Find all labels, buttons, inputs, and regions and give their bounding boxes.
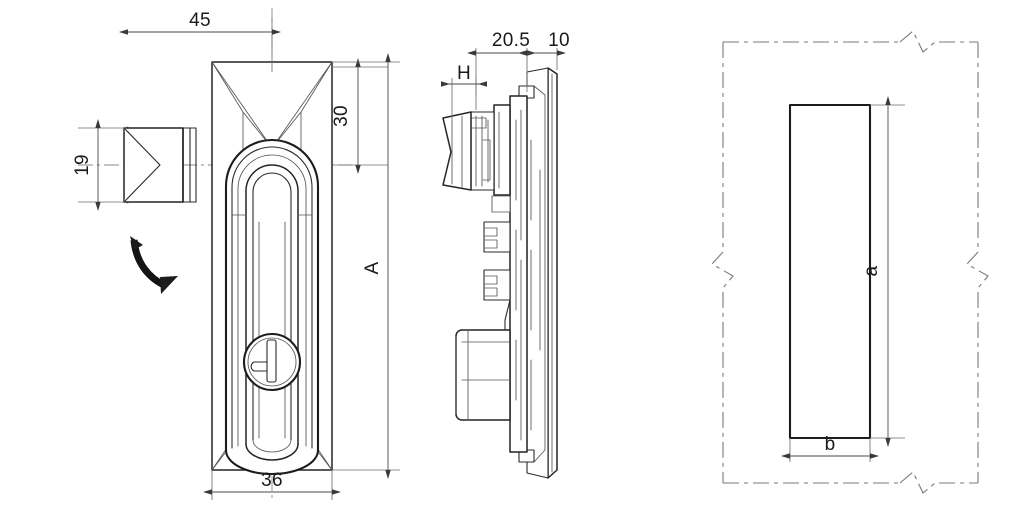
bracket-tooth-1 (483, 221, 511, 253)
side-view-bracket-teeth (483, 195, 511, 301)
dim-45-label: 45 (189, 10, 211, 31)
handle-grip-outline (245, 164, 299, 445)
keyway-notch (250, 361, 268, 372)
side-view (442, 67, 558, 479)
side-view-cam-collar (470, 111, 495, 191)
cam-body-outline (123, 127, 184, 203)
side-view-bezel-tab-bottom (518, 449, 535, 463)
dim-10-label: 10 (548, 30, 570, 51)
bracket-tooth-2 (483, 269, 511, 301)
handle-contour-2 (231, 146, 313, 449)
dim-19-label: 19 (72, 154, 93, 176)
panel-border-bottom-break (899, 471, 978, 494)
dim-30-label: 30 (331, 105, 352, 127)
panel-border-right-break (966, 251, 989, 483)
dimension-b: b (780, 434, 880, 462)
front-view-cam-tongue (123, 126, 197, 204)
side-view-cam-tongue (442, 111, 472, 191)
rotation-arrow-head (160, 276, 178, 294)
side-view-cylinder-housing (455, 329, 511, 421)
dimension-a: a (861, 95, 905, 448)
side-view-bezel-tab-top (518, 85, 535, 99)
dimension-10: 10 (517, 30, 570, 70)
front-view-swing-handle (224, 138, 320, 476)
side-view-collar-notch-top (470, 117, 487, 129)
dimension-A: A (332, 52, 400, 480)
dim-A-label: A (362, 261, 383, 274)
bracket-tooth-2-slots (483, 275, 498, 297)
dim-H-label: H (457, 63, 471, 84)
side-view-bezel-taper-bottom (533, 269, 546, 463)
handle-inner-arch (252, 172, 292, 221)
keyway-slot (266, 339, 277, 383)
key-cylinder-inner-ring (247, 337, 297, 387)
dimension-36: 36 (202, 470, 342, 500)
side-view-door-panel-plate (547, 67, 558, 479)
cam-shaft-caps (182, 127, 197, 203)
dim-20-5-label: 20.5 (492, 30, 530, 51)
dimension-H: H (441, 63, 487, 120)
cam-v-notch (123, 127, 161, 203)
cam-corner-fillets (123, 126, 129, 204)
bracket-tooth-1-slots (483, 227, 498, 249)
dimension-19: 19 (72, 118, 124, 212)
handle-bottom-round (245, 443, 299, 461)
rotation-arrow-tail (130, 236, 143, 250)
dimension-45: 45 (118, 10, 282, 72)
side-view-handle-housing (493, 104, 511, 196)
handle-rotation-arrow (130, 236, 178, 294)
panel-cutout-view (711, 30, 989, 494)
panel-cutout-rectangle (788, 103, 872, 440)
dim-b-label: b (825, 434, 836, 455)
handle-contour-3 (237, 154, 307, 447)
dim-a-label: a (861, 265, 882, 276)
dim-36-label: 36 (261, 470, 283, 491)
dimension-30: 30 (331, 57, 388, 175)
panel-border-left-break (711, 251, 734, 483)
side-view-collar-slot (482, 139, 491, 181)
front-view (78, 8, 352, 498)
side-view-bezel-taper-top (533, 85, 546, 271)
handle-recess-outline (224, 138, 320, 476)
side-view-lock-body-block (509, 95, 528, 453)
front-view-key-cylinder (242, 332, 302, 392)
cylinder-housing-body (455, 329, 511, 421)
bracket-tooth-0 (491, 195, 511, 213)
handle-bottom-round-inner (252, 439, 292, 453)
panel-border-top-break (899, 30, 978, 53)
